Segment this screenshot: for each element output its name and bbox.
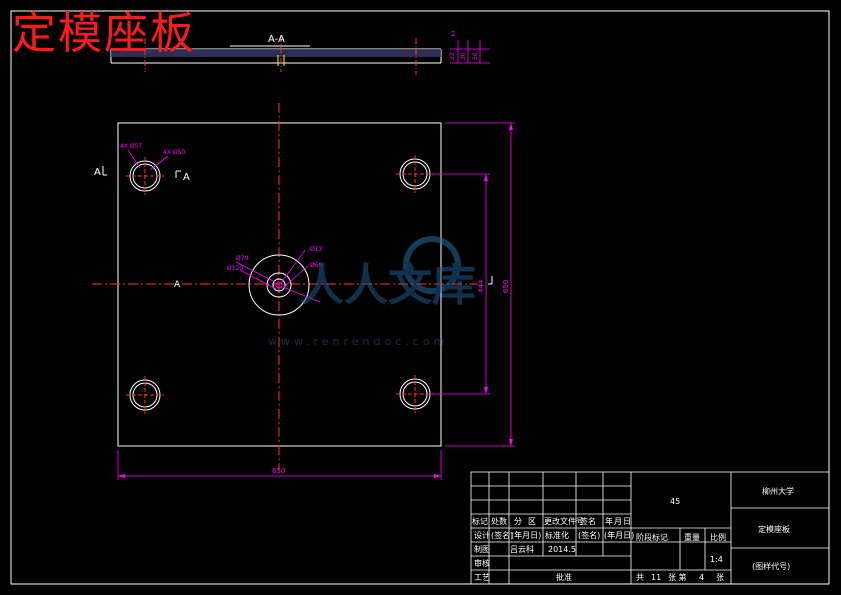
tb-review: 审核: [474, 558, 490, 568]
section-label: A-A: [268, 34, 285, 45]
tb-total-label: 共: [636, 573, 644, 582]
callout-d120: Ø120: [227, 265, 243, 272]
center-bore: [248, 254, 310, 316]
tb-weight: 重量: [684, 532, 700, 542]
section-dim-4: 50: [472, 52, 479, 60]
section-marker-right: A: [183, 172, 190, 183]
tb-sheet-label: 张 第: [668, 572, 687, 582]
tb-scale-label: 比例: [710, 532, 726, 542]
tb-sheet-no: 4: [699, 573, 704, 582]
dim-inner-height: 444: [477, 279, 485, 293]
watermark-logo-icon: [403, 236, 461, 294]
tb-standard-date: (年月日): [604, 530, 634, 540]
tb-scale: 1:4: [710, 555, 723, 564]
tb-draw: 制图: [474, 544, 490, 554]
tb-h-change: 更改文件号: [544, 516, 584, 526]
callout-hole-a: 4X Ø57: [120, 143, 142, 150]
tb-design: 设计: [474, 530, 490, 540]
drawing-title: 定模座板: [12, 8, 196, 59]
tb-standard-sign: (签名): [578, 530, 600, 540]
tb-part-name: 定模座板: [758, 524, 790, 534]
plate-view: Ø79 Ø120 Ø13 Ø60 4X Ø57 4X Ø50 A A A 650…: [92, 103, 515, 480]
tb-standard: 标准化: [545, 530, 569, 540]
tb-stage: 阶段标记: [636, 532, 668, 542]
title-block: [470, 471, 830, 585]
section-view: 2 22 30 50 A-A: [110, 30, 490, 75]
tb-drafter: 吕云科: [510, 544, 534, 554]
watermark: 人人文库 www.renrendoc.com: [268, 236, 476, 348]
tb-total: 11: [651, 573, 661, 582]
hole-top-left: [126, 157, 164, 195]
tb-h-mark: 标记: [472, 516, 488, 526]
tb-design-sign: (签名): [491, 530, 513, 540]
tb-approve: 批准: [556, 572, 572, 582]
drawing-border: [10, 10, 830, 585]
dim-width: 650: [272, 467, 285, 475]
tb-h-sign: 签名: [580, 516, 596, 526]
callout-d79: Ø79: [236, 255, 249, 262]
tb-h-div: 分: [514, 517, 522, 526]
tb-h-day: 日: [623, 517, 631, 526]
tb-material: 45: [670, 497, 680, 506]
tb-sheet-suffix: 张: [716, 573, 724, 582]
section-dim-2: 22: [449, 52, 456, 60]
tb-h-zone: 区: [528, 517, 536, 526]
callout-hole-b: 4X Ø50: [163, 149, 185, 156]
hole-bottom-right: [396, 375, 434, 413]
tb-h-month: 月: [614, 517, 622, 526]
tb-school: 柳州大学: [762, 486, 794, 496]
center-axis-label: A: [174, 280, 181, 290]
section-dim-3: 30: [460, 52, 467, 60]
callout-d13: Ø13: [310, 246, 323, 253]
tb-drawing-no: (图样代号): [752, 561, 790, 571]
title-block-text: 45 柳州大学 定模座板 (图样代号) 标记 处数 分 区 更改文件号 签名 年…: [472, 486, 794, 582]
tb-design-date: (年月日): [511, 530, 541, 540]
tb-date: 2014.5: [548, 545, 576, 554]
watermark-text: 人人文库: [300, 260, 476, 311]
watermark-url: www.renrendoc.com: [268, 335, 448, 348]
section-marker-left: A: [94, 167, 101, 178]
tb-h-year: 年: [605, 516, 613, 526]
callout-d60: Ø60: [310, 262, 323, 269]
hole-bottom-left: [126, 376, 164, 414]
dim-outer-height: 650: [502, 280, 510, 293]
section-dim-1: 2: [451, 30, 455, 38]
tb-process: 工艺: [474, 573, 490, 582]
tb-h-count: 处数: [491, 516, 507, 526]
